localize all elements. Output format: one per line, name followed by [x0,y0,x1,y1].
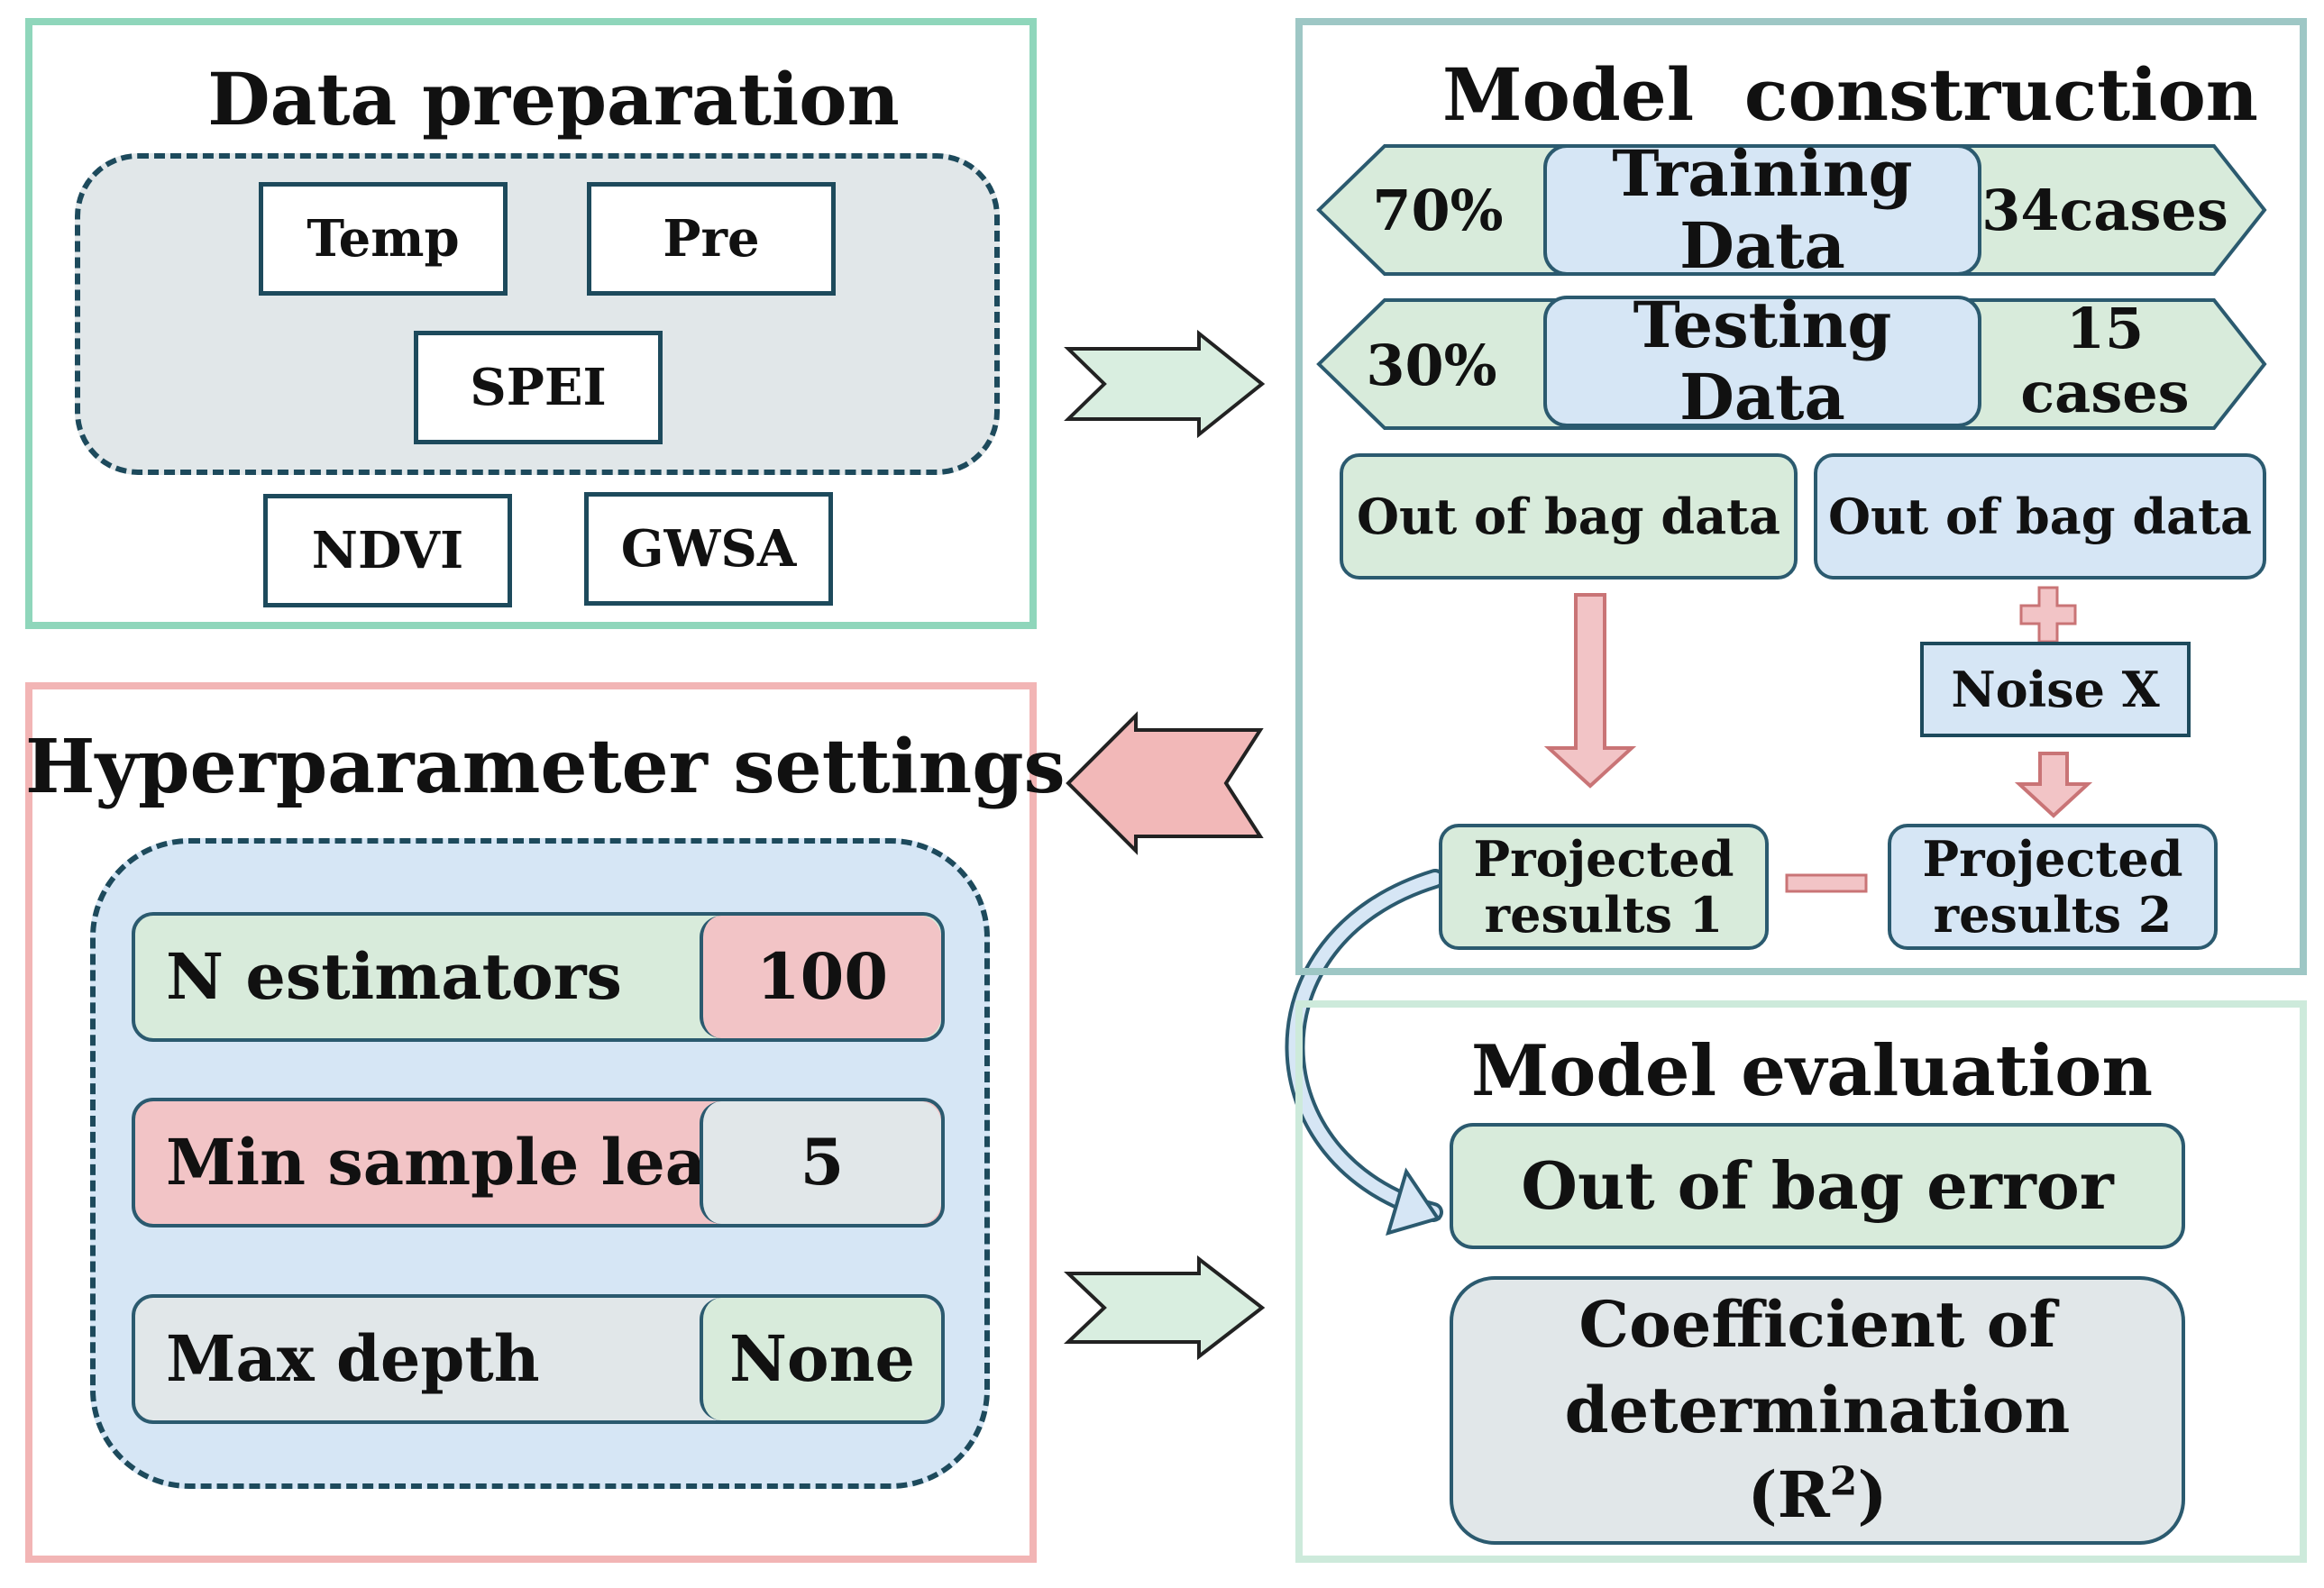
param-name-max-depth: Max depth [166,1320,540,1396]
projected-results-2-line-1: Projected [1922,829,2183,888]
out-of-bag-data-right: Out of bag data [1814,453,2266,580]
metric-2-line-1: Coefficient of [1578,1287,2056,1363]
flow-arrow-left [1066,711,1264,855]
param-name-min-sample-leaf: Min sample leaf [166,1124,734,1200]
testing-percent: 30% [1366,333,1497,399]
param-row-n-estimators: N estimators 100 [132,912,945,1042]
hyperparameter-panel [25,682,1037,1563]
input-gwsa: GWSA [584,492,833,606]
data-preparation-panel [25,18,1037,629]
projected-results-1: Projected results 1 [1439,824,1769,950]
model-evaluation-title: Model evaluation [1470,1030,2154,1112]
projected-results-1-line-1: Projected [1473,829,1734,888]
param-name-n-estimators: N estimators [166,938,622,1014]
r-squared-sup: 2 [1829,1458,1858,1505]
param-row-max-depth: Max depth None [132,1294,945,1424]
model-construction-title: Model construction [1442,52,2258,137]
hyperparameter-title: Hyperparameter settings [25,724,1066,810]
testing-cases: 15 cases [2020,295,2190,425]
param-value-min-sample-leaf: 5 [700,1101,941,1224]
metric-coefficient-of-determination: Coefficient of determination (R2) [1450,1276,2185,1545]
input-temp: Temp [259,182,508,296]
training-percent: 70% [1372,178,1504,244]
projected-results-2: Projected results 2 [1888,824,2218,950]
flow-arrow-right-bottom [1063,1255,1266,1361]
training-data-label: Training Data [1543,137,1981,282]
flow-arrow-right-top [1064,329,1266,439]
param-value-n-estimators: 100 [700,916,941,1038]
minus-icon [1785,873,1868,893]
down-arrow-noise-to-result2 [2014,752,2093,818]
model-evaluation-panel [1295,1000,2307,1563]
input-spei: SPEI [414,331,663,444]
metric-out-of-bag-error: Out of bag error [1450,1123,2185,1249]
out-of-bag-data-left: Out of bag data [1340,453,1798,580]
input-ndvi: NDVI [263,494,512,607]
data-preparation-title: Data preparation [207,57,900,141]
model-construction-panel [1295,18,2307,975]
input-pre: Pre [587,182,836,296]
r-squared-base: (R [1747,1457,1830,1533]
projected-results-1-line-2: results 1 [1484,886,1724,944]
metric-2-line-2: determination [1564,1372,2071,1447]
projected-results-2-line-2: results 2 [1933,886,2173,944]
r-squared-symbol: (R2) [1747,1453,1887,1538]
curved-arrow-head [1386,1167,1441,1236]
testing-data-label: Testing Data [1543,288,1981,434]
training-cases: 34cases [1981,178,2228,244]
param-row-min-sample-leaf: Min sample leaf 5 [132,1098,945,1228]
noise-x-box: Noise X [1920,642,2191,737]
down-arrow-oob-to-result1 [1543,593,1637,789]
r-squared-end: ) [1857,1457,1888,1533]
param-value-max-depth: None [700,1298,941,1420]
